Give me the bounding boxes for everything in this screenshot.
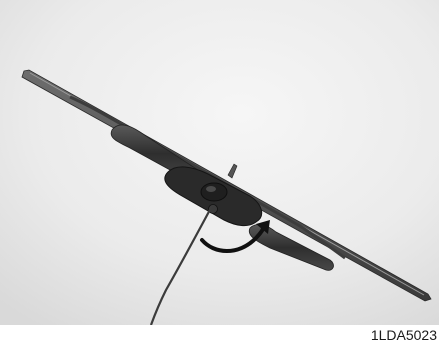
- photo-background: [0, 0, 439, 325]
- wiper-blade-photo: [0, 0, 439, 325]
- figure-code: 1LDA5023: [371, 327, 437, 343]
